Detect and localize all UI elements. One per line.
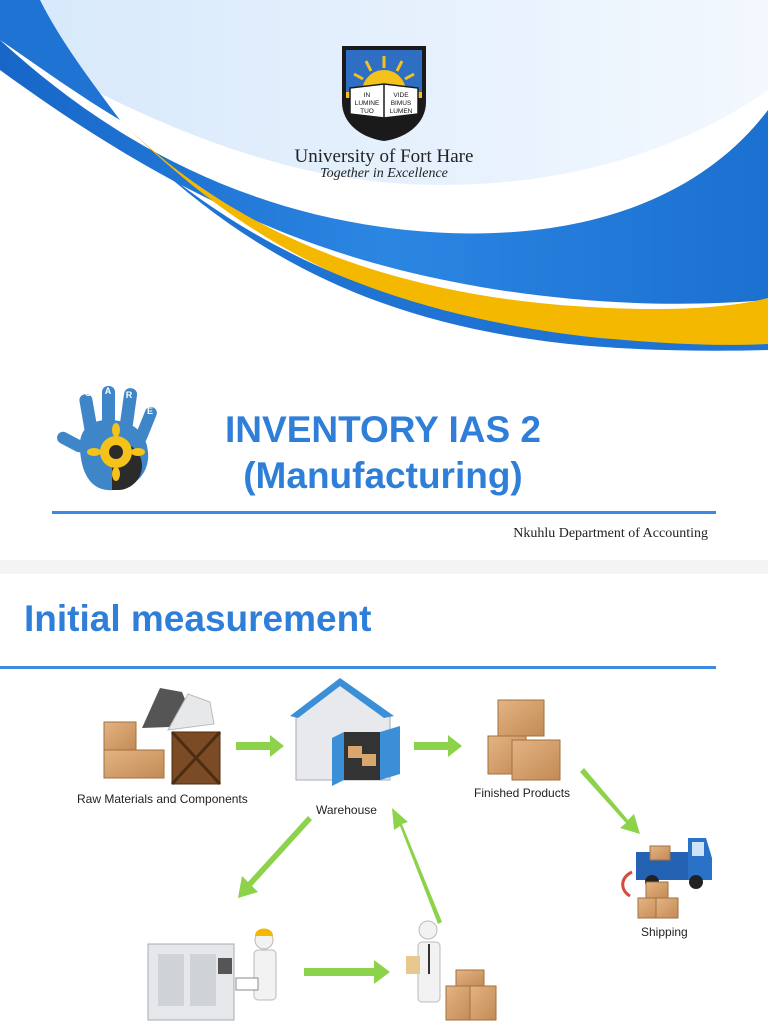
- svg-text:LUMINE: LUMINE: [355, 100, 380, 107]
- university-name: University of Fort Hare: [294, 146, 474, 167]
- department-name: Nkuhlu Department of Accounting: [513, 526, 708, 541]
- svg-text:E: E: [147, 406, 153, 416]
- svg-text:A: A: [105, 386, 112, 396]
- machine-operator-icon: [147, 928, 277, 1021]
- heading-divider: [0, 666, 716, 669]
- shipping-truck-icon: [621, 838, 712, 919]
- svg-text:TUO: TUO: [360, 108, 374, 115]
- svg-text:BIMUS: BIMUS: [391, 100, 412, 107]
- title-line-2: (Manufacturing): [243, 455, 523, 496]
- cover-slide: IN LUMINE TUO VIDE BIMUS LUMEN Universit…: [0, 0, 768, 541]
- svg-text:IN: IN: [364, 92, 371, 99]
- slide-heading: Initial measurement: [24, 598, 372, 639]
- care-hand-logo: C A R E: [57, 386, 157, 491]
- svg-text:VIDE: VIDE: [393, 92, 409, 99]
- warehouse-icon: [290, 678, 400, 786]
- raw-materials-icon: [103, 688, 222, 786]
- university-motto: Together in Excellence: [320, 166, 448, 181]
- svg-text:C: C: [85, 388, 92, 398]
- finished-products-icon: [487, 699, 561, 781]
- svg-text:LUMEN: LUMEN: [390, 108, 413, 115]
- label-raw-materials: Raw Materials and Components: [77, 792, 248, 806]
- label-shipping: Shipping: [641, 925, 688, 939]
- university-crest-logo: IN LUMINE TUO VIDE BIMUS LUMEN: [342, 46, 426, 141]
- slide-gap: [0, 560, 768, 574]
- title-divider: [52, 511, 716, 514]
- flow-arrows: [236, 735, 640, 984]
- label-finished-products: Finished Products: [474, 786, 571, 800]
- label-warehouse: Warehouse: [316, 803, 377, 817]
- inventory-flow-diagram: [103, 678, 712, 1021]
- title-line-1: INVENTORY IAS 2: [225, 409, 541, 450]
- inspector-icon: [406, 920, 497, 1021]
- svg-text:R: R: [126, 390, 133, 400]
